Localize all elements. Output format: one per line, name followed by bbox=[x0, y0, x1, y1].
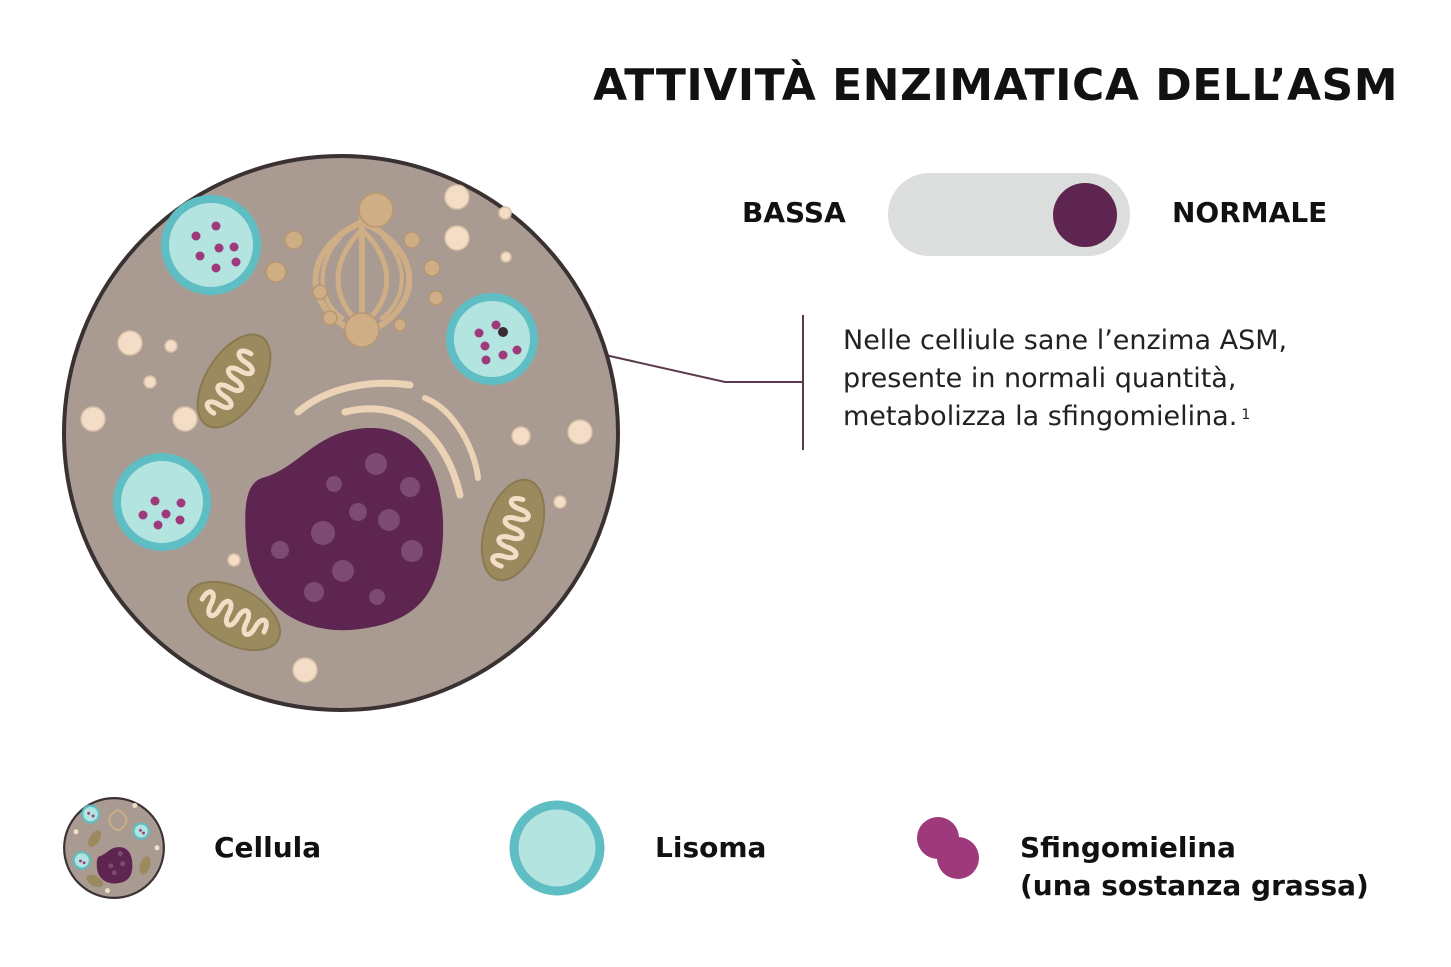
mitochondrion bbox=[480, 478, 546, 582]
legend-sphingomyelin-label: Sfingomielina (una sostanza grassa) bbox=[1020, 829, 1369, 905]
lysosome bbox=[113, 453, 211, 551]
lysosome bbox=[161, 195, 261, 295]
golgi-vesicles bbox=[265, 192, 444, 348]
callout-line-1: Nelle celliule sane l’enzima ASM, bbox=[843, 325, 1288, 356]
legend-sphingomyelin-icon bbox=[917, 817, 979, 879]
footnote-marker: 1 bbox=[1241, 407, 1251, 423]
toggle-label-high: NORMALE bbox=[1172, 196, 1328, 229]
enzyme-activity-toggle[interactable] bbox=[888, 173, 1130, 256]
callout-text: Nelle celliule sane l’enzima ASM, presen… bbox=[843, 322, 1403, 436]
cell bbox=[62, 154, 620, 712]
callout-line-3-text: metabolizza la sfingomielina. bbox=[843, 401, 1238, 432]
legend-lysosome-label: Lisoma bbox=[655, 831, 767, 864]
legend-lysosome-icon bbox=[509, 800, 605, 896]
legend-sphingomyelin-label-line-2: (una sostanza grassa) bbox=[1020, 869, 1369, 902]
lysosome-highlighted bbox=[446, 293, 538, 385]
legend-sphingomyelin-label-line-1: Sfingomielina bbox=[1020, 831, 1236, 864]
legend-cell-icon bbox=[63, 797, 165, 899]
toggle-knob[interactable] bbox=[1053, 183, 1117, 247]
endoplasmic-reticulum bbox=[294, 379, 481, 499]
toggle-label-low: BASSA bbox=[742, 196, 846, 229]
nucleus bbox=[245, 427, 444, 631]
legend-cell-label: Cellula bbox=[214, 831, 322, 864]
mitochondrion bbox=[196, 333, 272, 429]
callout-line-2: presente in normali quantità, bbox=[843, 363, 1237, 394]
page-title: ATTIVITÀ ENZIMATICA DELL’ASM bbox=[593, 60, 1398, 111]
mitochondrion bbox=[186, 580, 282, 652]
callout-line-3: metabolizza la sfingomielina.1 bbox=[843, 398, 1403, 436]
vesicles bbox=[80, 184, 593, 683]
